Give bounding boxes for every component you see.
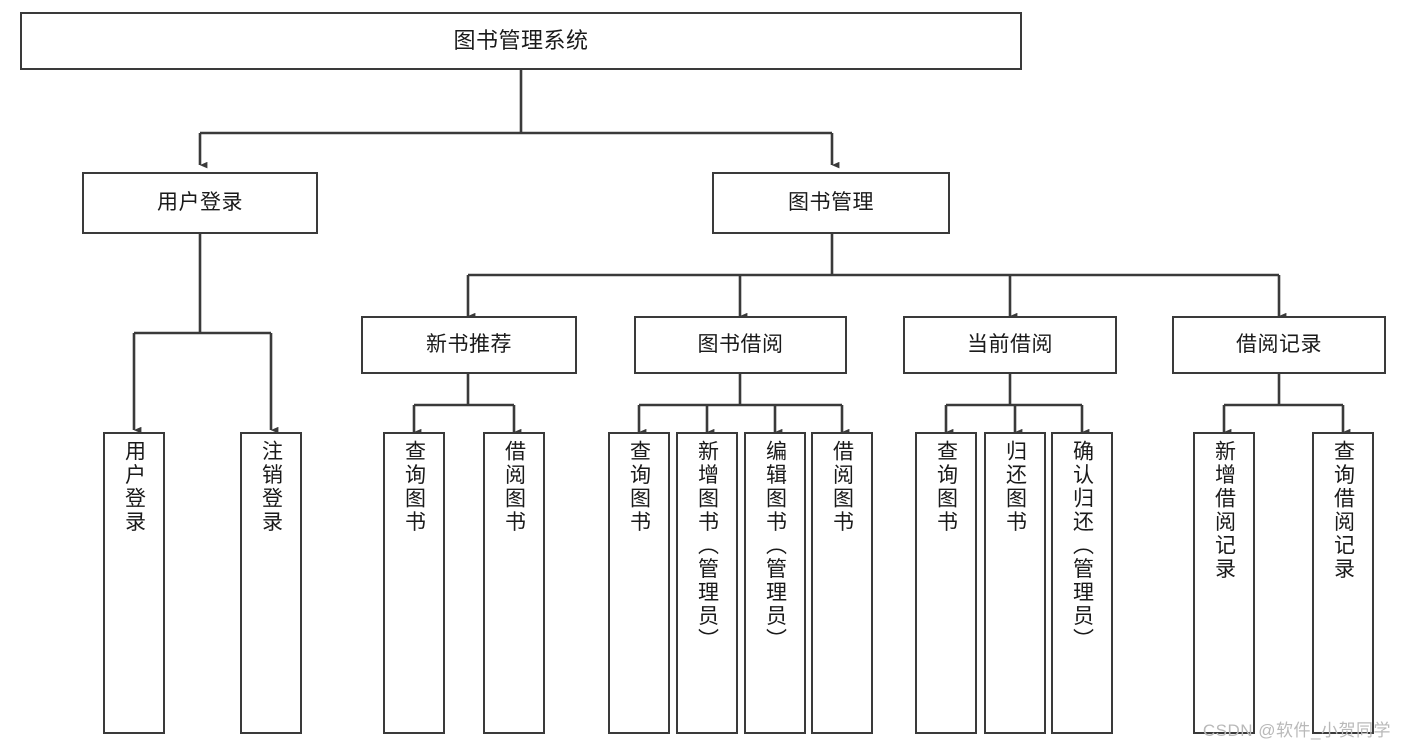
node-borrow-record[interactable]: 借阅记录 <box>1172 316 1386 374</box>
node-book-management-label: 图书管理 <box>788 190 874 214</box>
leaf-borrow-record-query[interactable]: 查询借阅记录 <box>1312 432 1374 734</box>
node-root-label: 图书管理系统 <box>453 27 589 53</box>
leaf-label: 借阅图书 <box>502 440 526 534</box>
leaf-current-borrow-query[interactable]: 查询图书 <box>915 432 977 734</box>
node-book-management[interactable]: 图书管理 <box>712 172 950 234</box>
leaf-label: 查询图书 <box>627 440 651 534</box>
leaf-current-borrow-confirm-return[interactable]: 确认归还（管理员） <box>1051 432 1113 734</box>
leaf-label: 查询借阅记录 <box>1331 440 1355 581</box>
leaf-book-borrow-edit[interactable]: 编辑图书（管理员） <box>744 432 806 734</box>
node-user-login[interactable]: 用户登录 <box>82 172 318 234</box>
node-user-login-label: 用户登录 <box>157 190 243 214</box>
leaf-user-login-login[interactable]: 用户登录 <box>103 432 165 734</box>
node-book-borrow-label: 图书借阅 <box>697 332 784 356</box>
leaf-label: 编辑图书（管理员） <box>763 440 787 652</box>
node-new-book-recommend[interactable]: 新书推荐 <box>361 316 577 374</box>
leaf-user-login-logout[interactable]: 注销登录 <box>240 432 302 734</box>
leaf-current-borrow-return[interactable]: 归还图书 <box>984 432 1046 734</box>
node-current-borrow-label: 当前借阅 <box>967 332 1053 356</box>
node-borrow-record-label: 借阅记录 <box>1236 332 1322 356</box>
leaf-label: 确认归还（管理员） <box>1070 440 1094 652</box>
leaf-new-book-borrow[interactable]: 借阅图书 <box>483 432 545 734</box>
node-current-borrow[interactable]: 当前借阅 <box>903 316 1117 374</box>
leaf-borrow-record-add[interactable]: 新增借阅记录 <box>1193 432 1255 734</box>
node-root[interactable]: 图书管理系统 <box>20 12 1022 70</box>
leaf-label: 注销登录 <box>259 440 283 534</box>
leaf-label: 新增图书（管理员） <box>695 440 719 652</box>
watermark: CSDN @软件_小贺同学 <box>1202 721 1391 740</box>
leaf-book-borrow-add[interactable]: 新增图书（管理员） <box>676 432 738 734</box>
node-book-borrow[interactable]: 图书借阅 <box>634 316 847 374</box>
leaf-label: 归还图书 <box>1003 440 1027 534</box>
leaf-label: 新增借阅记录 <box>1212 440 1236 581</box>
leaf-new-book-query[interactable]: 查询图书 <box>383 432 445 734</box>
leaf-label: 借阅图书 <box>830 440 854 534</box>
leaf-label: 查询图书 <box>402 440 426 534</box>
leaf-label: 查询图书 <box>934 440 958 534</box>
node-new-book-recommend-label: 新书推荐 <box>426 332 512 356</box>
leaf-book-borrow-query[interactable]: 查询图书 <box>608 432 670 734</box>
leaf-book-borrow-borrow[interactable]: 借阅图书 <box>811 432 873 734</box>
leaf-label: 用户登录 <box>122 440 146 534</box>
